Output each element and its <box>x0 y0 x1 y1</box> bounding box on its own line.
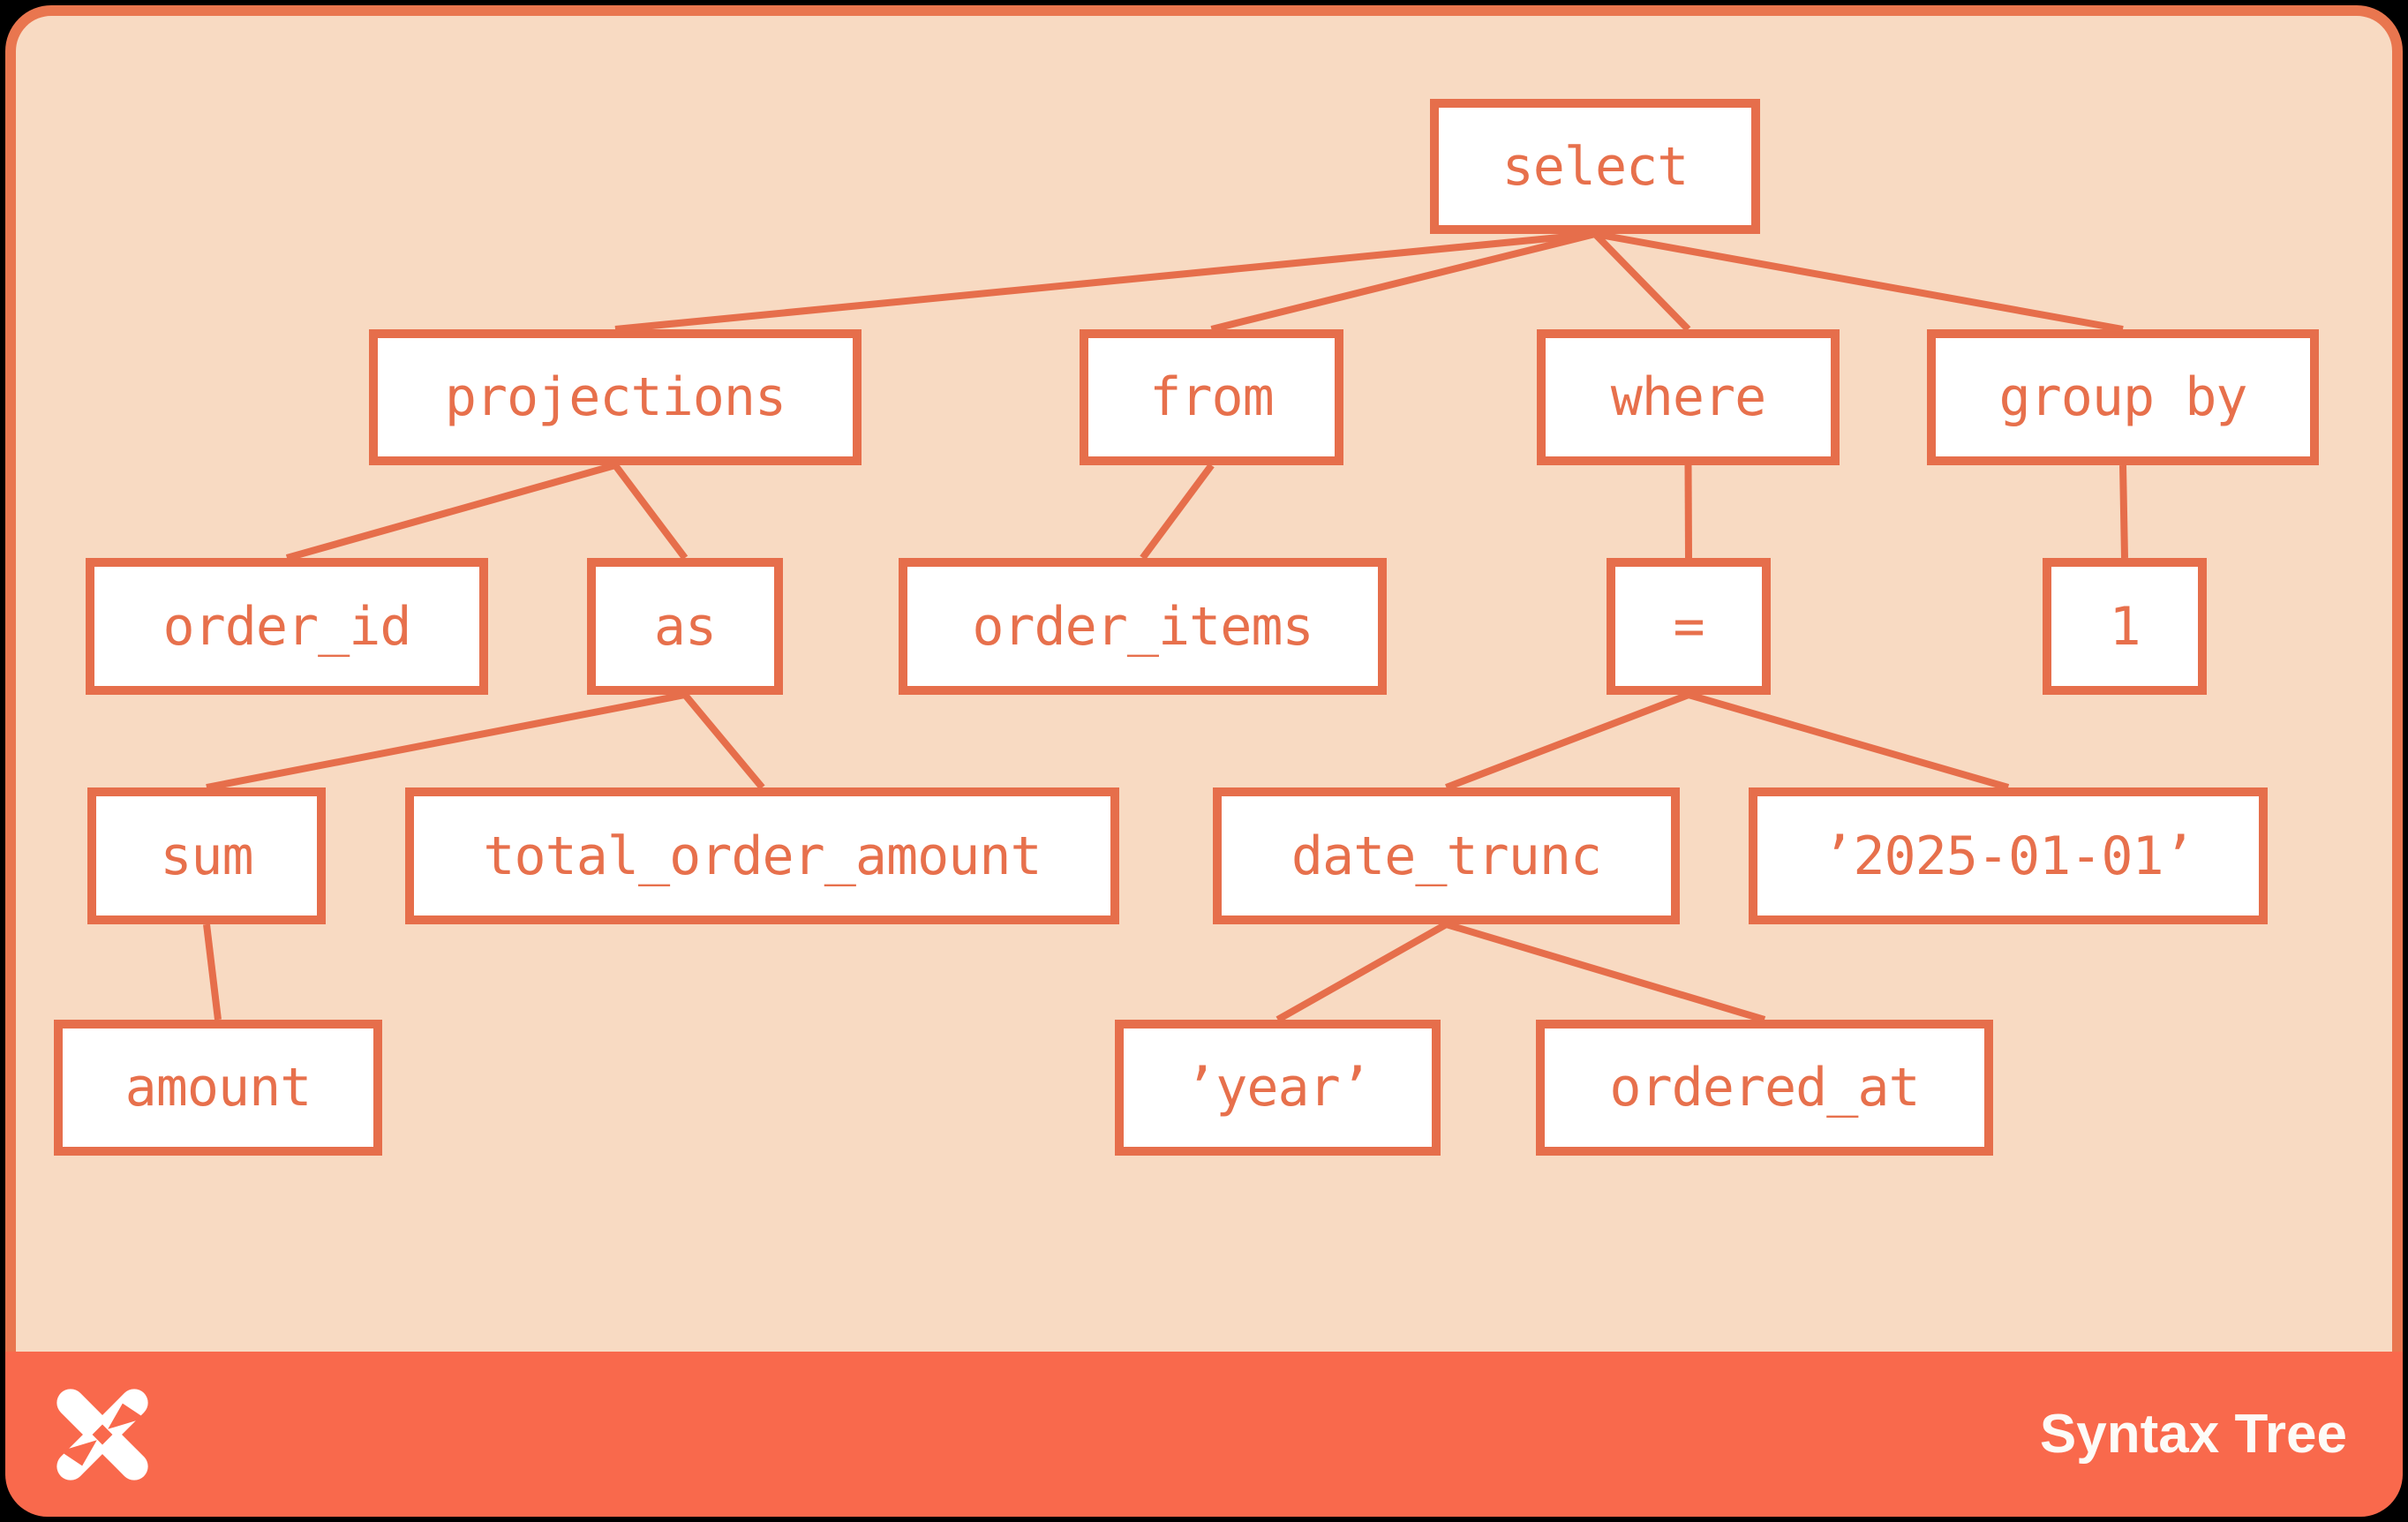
tree-node-amount: amount <box>54 1020 382 1156</box>
pinwheel-x-logo-icon <box>56 1389 148 1481</box>
diagram-card <box>5 5 2403 1517</box>
tree-edge-group_by-one <box>2119 464 2128 559</box>
tree-node-order_items: order_items <box>899 558 1387 695</box>
tree-node-one: 1 <box>2043 558 2207 695</box>
figure-title: Syntax Tree <box>2039 1404 2347 1465</box>
tree-edge-projections-order_id <box>285 462 617 561</box>
tree-node-year: ’year’ <box>1115 1020 1441 1156</box>
tree-edge-projections-as <box>612 463 689 561</box>
tree-node-date_trunc: date_trunc <box>1213 787 1680 924</box>
tree-node-where: where <box>1537 329 1840 465</box>
tree-node-projections: projections <box>369 329 862 465</box>
tree-node-date_literal: ’2025-01-01’ <box>1749 787 2268 924</box>
tree-edge-sum-amount <box>203 923 222 1021</box>
tree-edge-from-order_items <box>1140 463 1215 561</box>
tree-edge-select-where <box>1592 231 1691 332</box>
tree-node-from: from <box>1080 329 1343 465</box>
tree-node-sum: sum <box>87 787 326 924</box>
tree-edge-eq-date_literal <box>1687 691 2010 791</box>
tree-edge-select-from <box>1210 230 1596 333</box>
tree-edge-as-total_order_amount <box>681 692 765 790</box>
tree-edge-as-sum <box>206 691 686 791</box>
tree-node-ordered_at: ordered_at <box>1536 1020 1993 1156</box>
tree-edge-date_trunc-year <box>1275 921 1449 1023</box>
tree-node-select: select <box>1430 99 1760 234</box>
tree-node-group_by: group by <box>1927 329 2319 465</box>
tree-edge-eq-date_trunc <box>1445 691 1690 791</box>
tree-node-total_order_amount: total_order_amount <box>405 787 1119 924</box>
tree-edge-date_trunc-ordered_at <box>1445 921 1766 1023</box>
tree-edge-select-projections <box>614 230 1596 333</box>
tree-node-as: as <box>587 558 783 695</box>
tree-node-eq: = <box>1607 558 1771 695</box>
tree-edge-select-group_by <box>1594 230 2124 333</box>
tree-node-order_id: order_id <box>86 558 488 695</box>
footer-bar: Syntax Tree <box>5 1352 2403 1517</box>
